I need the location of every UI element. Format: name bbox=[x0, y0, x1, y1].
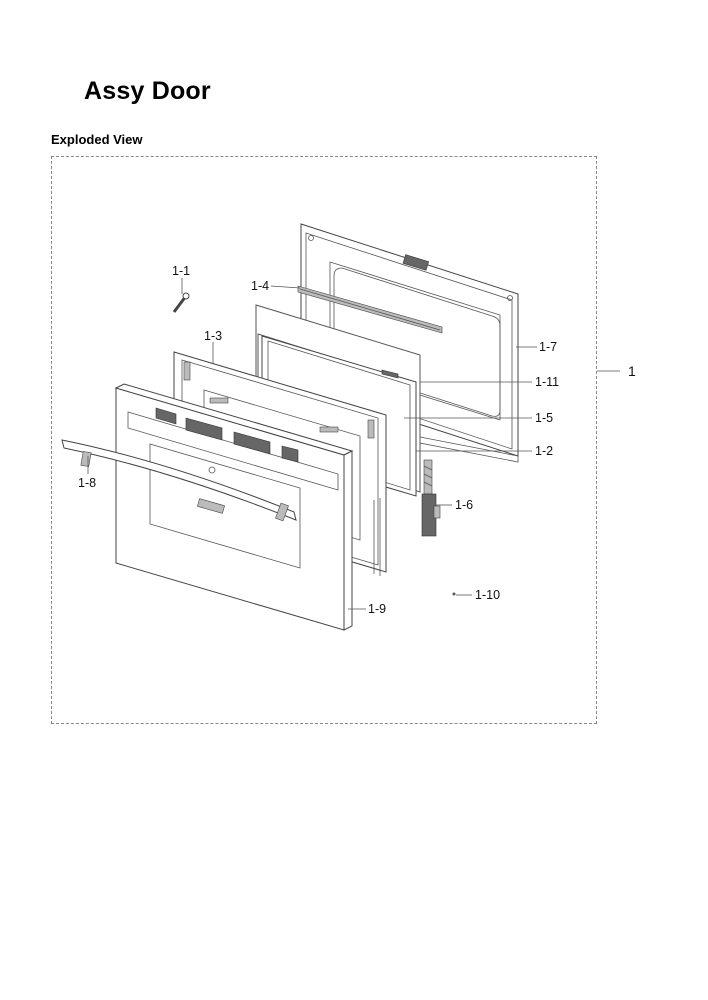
part-screw bbox=[452, 592, 456, 596]
callout-1-5: 1-5 bbox=[535, 411, 553, 425]
callout-1-4: 1-4 bbox=[251, 279, 269, 293]
callout-1-2: 1-2 bbox=[535, 444, 553, 458]
callout-1-7: 1-7 bbox=[539, 340, 557, 354]
callout-1-6: 1-6 bbox=[455, 498, 473, 512]
callout-labels: 1-1 1-4 1-3 1-7 1 1-11 1-5 1-2 1-8 1-6 1… bbox=[78, 264, 636, 616]
callout-1-9: 1-9 bbox=[368, 602, 386, 616]
part-door-handle bbox=[61, 439, 297, 522]
part-bracket-bar bbox=[297, 285, 443, 334]
part-pin bbox=[172, 292, 190, 313]
page-title: Assy Door bbox=[84, 77, 211, 105]
part-hinge bbox=[421, 459, 441, 537]
callout-1: 1 bbox=[628, 363, 636, 379]
part-outer-door bbox=[114, 383, 354, 631]
callout-1-3: 1-3 bbox=[204, 329, 222, 343]
callout-1-10: 1-10 bbox=[475, 588, 500, 602]
callout-1-11: 1-11 bbox=[535, 375, 559, 389]
diagram-frame bbox=[51, 156, 597, 724]
section-heading: Exploded View bbox=[51, 132, 143, 147]
callout-1-1: 1-1 bbox=[172, 264, 190, 278]
leader-lines bbox=[87, 278, 620, 610]
callout-1-8: 1-8 bbox=[78, 476, 96, 490]
